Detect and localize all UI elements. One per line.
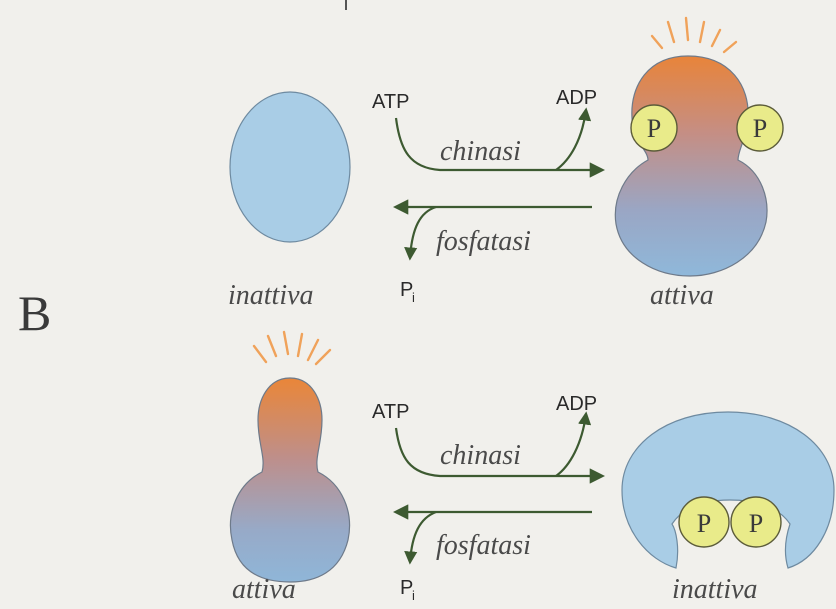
kinase-label-bottom: chinasi [440, 440, 521, 471]
pi-label-top: P i [400, 279, 415, 305]
active-protein-bottom [230, 332, 349, 582]
atp-label-bottom: ATP [372, 401, 409, 423]
activity-rays-top [652, 18, 736, 52]
phosphate-left-top: P [631, 105, 677, 151]
active-label-bottom: attiva [232, 574, 296, 605]
inactive-protein-ellipse [230, 92, 350, 242]
pi-release-arrow-bottom [410, 512, 436, 562]
adp-release-arrow-top [556, 110, 586, 170]
top-edge-mark [345, 0, 347, 10]
inactive-label-bottom: inattiva [672, 574, 758, 605]
phosphate-right-top: P [737, 105, 783, 151]
adp-label-top: ADP [556, 87, 597, 109]
svg-text:P: P [697, 509, 711, 538]
svg-text:i: i [412, 588, 415, 603]
active-protein-top: P P [615, 18, 783, 276]
inactive-label-top: inattiva [228, 280, 314, 311]
bottom-reaction: P P ATP ADP chinasi fosfatasi attiva ina… [230, 332, 834, 605]
activity-rays-bottom [254, 332, 330, 364]
phosphate-right-bottom: P [731, 497, 781, 547]
svg-text:P: P [749, 509, 763, 538]
phosphate-left-bottom: P [679, 497, 729, 547]
phosphatase-label-top: fosfatasi [436, 226, 531, 257]
phosphatase-label-bottom: fosfatasi [436, 530, 531, 561]
active-label-top: attiva [650, 280, 714, 311]
svg-text:P: P [647, 114, 661, 143]
adp-label-bottom: ADP [556, 393, 597, 415]
atp-label-top: ATP [372, 91, 409, 113]
inactive-protein-bottom: P P [622, 412, 834, 568]
panel-label: B [18, 285, 51, 341]
kinase-label-top: chinasi [440, 136, 521, 167]
adp-release-arrow-bottom [556, 414, 586, 476]
svg-text:P: P [753, 114, 767, 143]
svg-text:i: i [412, 290, 415, 305]
top-reaction: P P ATP ADP chinasi fosfatasi inattiva a… [228, 18, 783, 311]
pi-release-arrow-top [410, 207, 436, 258]
pi-label-bottom: P i [400, 577, 415, 603]
